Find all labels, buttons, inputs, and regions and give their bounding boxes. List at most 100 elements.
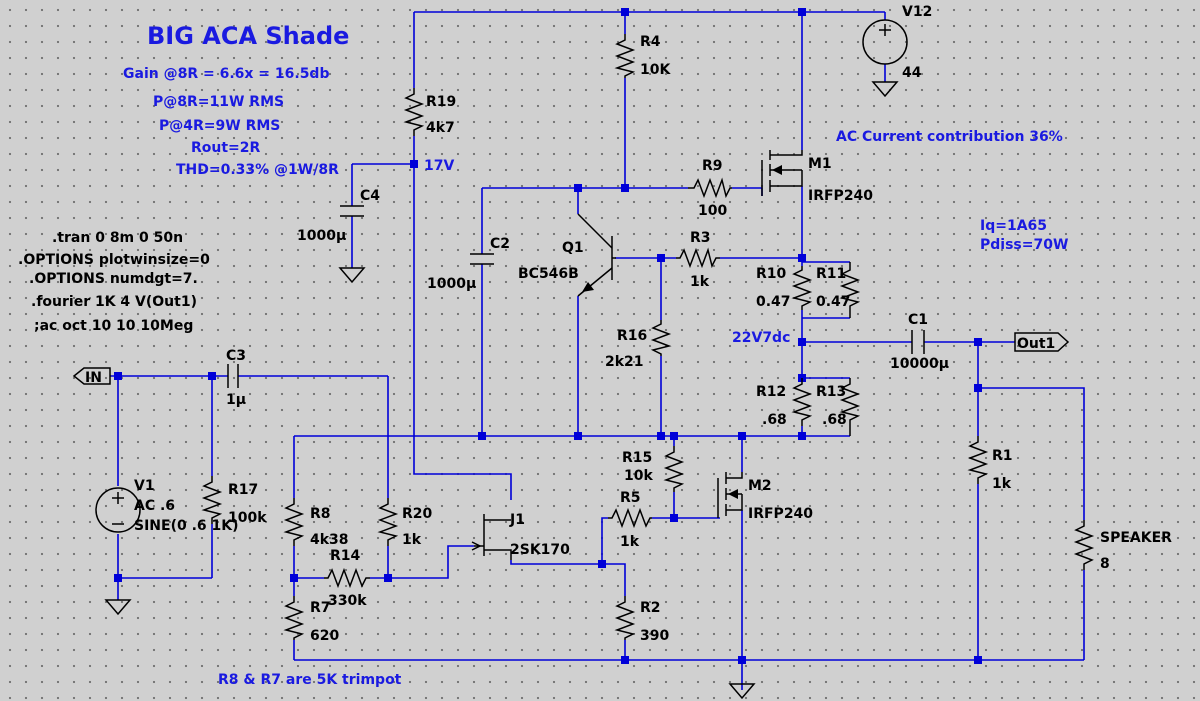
label-v1-value: AC .6: [134, 498, 175, 514]
resistor-r16: [650, 320, 672, 356]
label-r2-value: 390: [640, 628, 669, 644]
label-v12-name: V12: [902, 4, 932, 20]
resistor-r4: [614, 34, 636, 78]
resistor-r1: [967, 436, 989, 484]
note-trimpot: R8 & R7 are 5K trimpot: [218, 672, 402, 688]
schematic-title: BIG ACA Shade: [147, 22, 349, 50]
label-r14-name: R14: [330, 548, 361, 564]
capacitor-c4: [340, 205, 364, 217]
resistor-r3: [676, 247, 720, 269]
resistor-r7: [283, 596, 305, 640]
label-r7-name: R7: [310, 600, 331, 616]
label-r13-name: R13: [816, 384, 846, 400]
label-m1-name: M1: [808, 156, 832, 172]
label-r4-name: R4: [640, 34, 661, 50]
jfet-j1: [471, 514, 512, 560]
ground-main: [728, 683, 756, 700]
directive-tran: .tran 0 8m 0 50n: [52, 230, 183, 246]
directive-options-numdgt: .OPTIONS numdgt=7.: [29, 271, 198, 287]
label-r15-value: 10k: [624, 468, 653, 484]
note-rout: Rout=2R: [191, 140, 261, 156]
resistor-r19: [403, 88, 425, 136]
label-c4-name: C4: [360, 188, 380, 204]
label-c2-name: C2: [490, 236, 510, 252]
label-r19-value: 4k7: [426, 120, 455, 136]
note-power-4r: P@4R=9W RMS: [159, 118, 280, 134]
label-c1-name: C1: [908, 312, 928, 328]
label-r3-name: R3: [690, 230, 711, 246]
label-r5-value: 1k: [620, 534, 640, 550]
label-q1-name: Q1: [562, 240, 584, 256]
label-17v: 17V: [424, 158, 454, 174]
label-j1-name: J1: [509, 512, 525, 528]
label-r10-name: R10: [756, 266, 787, 282]
resistor-r10: [791, 266, 813, 310]
resistor-r20: [377, 498, 399, 546]
resistor-r9: [688, 177, 732, 199]
label-r8-name: R8: [310, 506, 331, 522]
port-out1-label: Out1: [1017, 336, 1055, 352]
label-c3-value: 1µ: [226, 392, 246, 408]
label-j1-value: 2SK170: [510, 542, 570, 558]
label-m2-name: M2: [748, 478, 772, 494]
label-r17-name: R17: [228, 482, 258, 498]
label-c3-name: C3: [226, 348, 246, 364]
port-in-label: IN: [85, 370, 102, 386]
note-ac-contribution: AC Current contribution 36%: [836, 129, 1063, 145]
note-gain: Gain @8R = 6.6x = 16.5db: [123, 66, 329, 82]
resistor-speaker: [1073, 520, 1095, 570]
resistor-r5: [608, 507, 652, 529]
label-r1-name: R1: [992, 448, 1013, 464]
directive-options-plotwinsize: .OPTIONS plotwinsize=0: [18, 252, 210, 268]
label-c1-value: 10000µ: [890, 356, 949, 372]
resistor-r15: [663, 446, 685, 492]
label-speaker-name: SPEAKER: [1100, 530, 1172, 546]
label-r12-name: R12: [756, 384, 786, 400]
mosfet-m2: [717, 472, 743, 518]
resistor-r2: [614, 596, 636, 640]
resistor-r17: [201, 476, 223, 524]
label-r14-value: 330k: [328, 593, 367, 609]
label-c4-value: 1000µ: [297, 228, 346, 244]
directive-ac: ;ac oct 10 10 10Meg: [34, 318, 193, 334]
label-speaker-value: 8: [1100, 556, 1110, 572]
mosfet-m1: [761, 150, 803, 196]
label-r2-name: R2: [640, 600, 661, 616]
voltage-source-v12: [862, 19, 908, 65]
directive-fourier: .fourier 1K 4 V(Out1): [31, 294, 197, 310]
label-r8-value: 4k38: [310, 532, 349, 548]
label-m1-value: IRFP240: [808, 188, 873, 204]
wires: [110, 11, 1085, 690]
transistor-q1: [577, 213, 616, 297]
label-r11-value: 0.47: [816, 294, 851, 310]
label-v1-name: V1: [134, 478, 155, 494]
label-r3-value: 1k: [690, 274, 710, 290]
note-thd: THD=0.33% @1W/8R: [176, 162, 339, 178]
label-r19-name: R19: [426, 94, 456, 110]
ground-c4: [338, 267, 366, 284]
capacitor-c1: [911, 330, 925, 354]
voltage-source-v1: [95, 487, 141, 533]
resistor-r13: [839, 378, 861, 436]
label-r4-value: 10K: [640, 62, 671, 78]
label-v1-value2: SINE(0 .6 1K): [134, 518, 239, 534]
label-r20-value: 1k: [402, 532, 422, 548]
label-r7-value: 620: [310, 628, 339, 644]
port-out1: [1014, 332, 1070, 352]
label-r9-name: R9: [702, 158, 723, 174]
label-r17-value: 100k: [228, 510, 267, 526]
label-r9-value: 100: [698, 203, 727, 219]
ground-v1: [104, 599, 132, 616]
label-r12-value: .68: [762, 412, 787, 428]
label-r11-name: R11: [816, 266, 846, 282]
label-m2-value: IRFP240: [748, 506, 813, 522]
label-r5-name: R5: [620, 490, 641, 506]
label-q1-value: BC546B: [518, 266, 579, 282]
resistor-r14: [324, 567, 370, 589]
resistor-r11: [839, 262, 861, 318]
junctions: [114, 8, 982, 664]
label-r20-name: R20: [402, 506, 433, 522]
capacitor-c2: [470, 253, 494, 265]
label-r13-value: .68: [822, 412, 847, 428]
